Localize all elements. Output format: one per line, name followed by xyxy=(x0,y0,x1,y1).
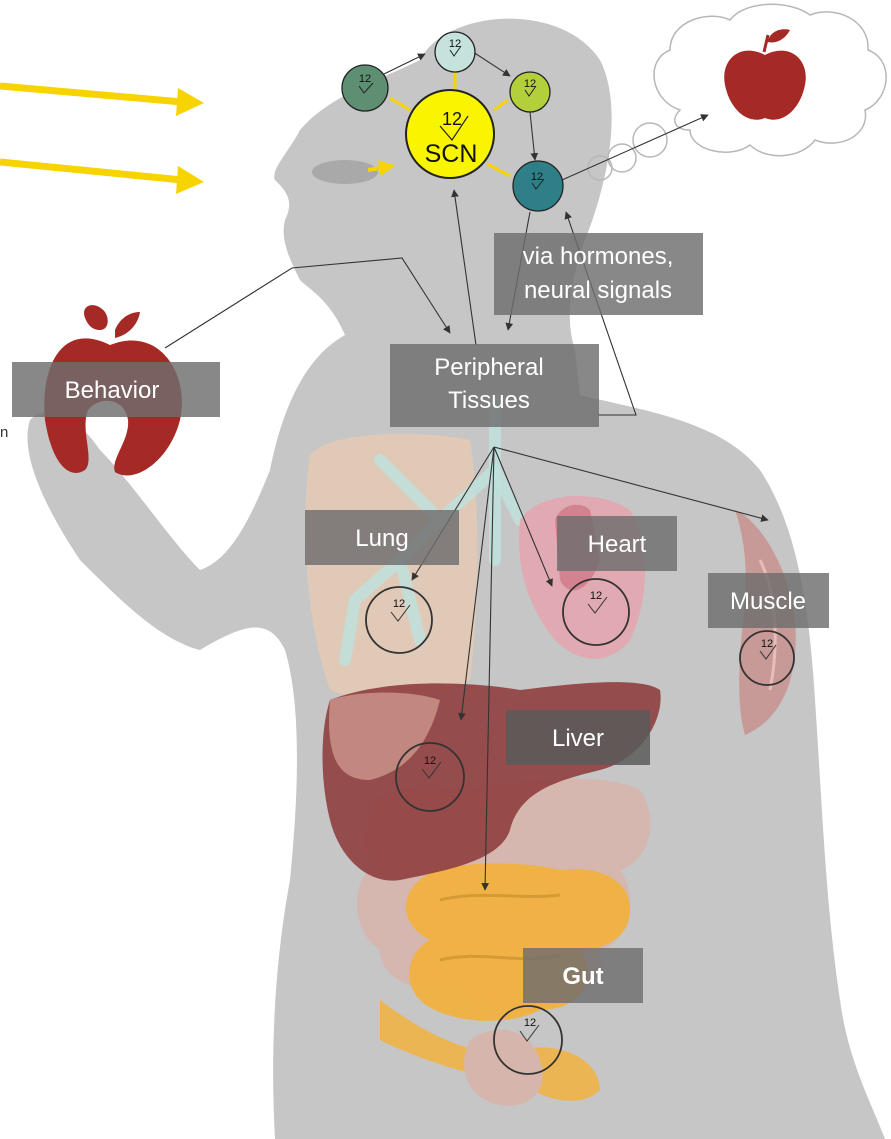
svg-text:Behavior: Behavior xyxy=(65,377,160,404)
clock-top-left: 12 xyxy=(342,65,388,111)
svg-text:12: 12 xyxy=(590,590,602,602)
svg-text:Peripheral: Peripheral xyxy=(434,354,543,381)
svg-text:neural signals: neural signals xyxy=(524,277,672,304)
svg-text:12: 12 xyxy=(393,598,405,610)
clock-top-right: 12 xyxy=(510,72,550,112)
behavior-label: Behavior xyxy=(12,362,220,417)
liver-label: Liver xyxy=(506,710,650,765)
svg-text:Tissues: Tissues xyxy=(448,387,530,414)
svg-text:12: 12 xyxy=(524,1017,536,1029)
clock-lower-right: 12 xyxy=(513,161,563,211)
clipped-char: n xyxy=(0,424,8,441)
thought-bubble xyxy=(588,4,886,180)
svg-text:12: 12 xyxy=(442,109,462,129)
scn-node: 12 SCN xyxy=(406,90,494,178)
svg-text:12: 12 xyxy=(424,755,436,767)
muscle-label: Muscle xyxy=(708,573,829,628)
svg-text:Liver: Liver xyxy=(552,725,604,752)
lung-label: Lung xyxy=(305,510,459,565)
scn-label: SCN xyxy=(425,140,478,168)
svg-text:via hormones,: via hormones, xyxy=(523,243,674,270)
svg-text:Heart: Heart xyxy=(588,531,647,558)
svg-text:12: 12 xyxy=(359,73,371,85)
gut-label: Gut xyxy=(523,948,643,1003)
svg-text:12: 12 xyxy=(761,638,773,650)
clock-top-center: 12 xyxy=(435,32,475,72)
svg-text:Lung: Lung xyxy=(355,525,408,552)
heart-label: Heart xyxy=(557,516,677,571)
svg-text:12: 12 xyxy=(531,171,543,183)
peripheral-tissues-label: Peripheral Tissues xyxy=(390,344,599,427)
hormones-label: via hormones, neural signals xyxy=(494,233,703,315)
svg-text:Muscle: Muscle xyxy=(730,588,806,615)
svg-text:Gut: Gut xyxy=(562,963,603,990)
